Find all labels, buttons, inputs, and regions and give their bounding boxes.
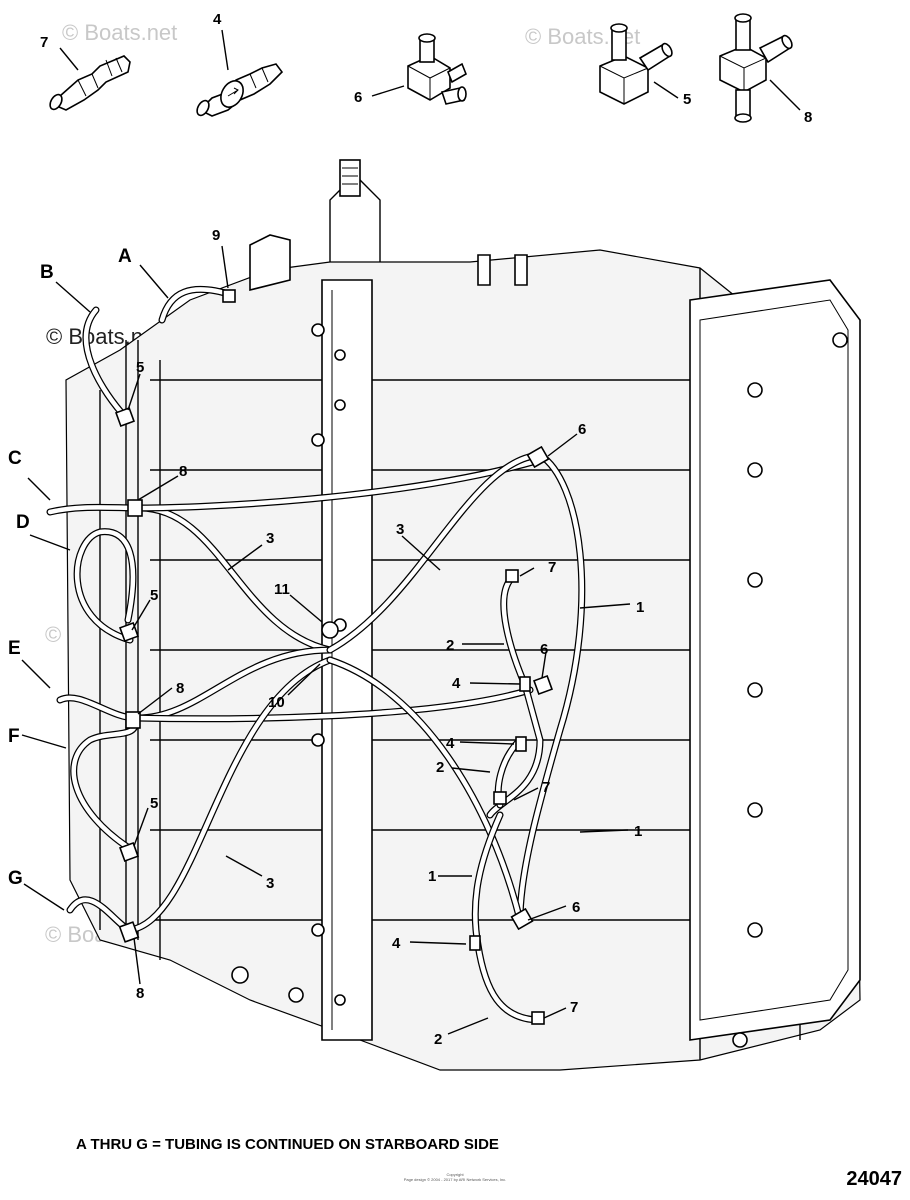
label-6-a: 6 xyxy=(578,421,586,438)
label-5-c: 5 xyxy=(150,795,158,812)
figure-number: 24047 xyxy=(846,1168,902,1190)
label-tube-g: G xyxy=(8,868,23,889)
fitting-straight-connector xyxy=(49,55,131,111)
fitting-elbow xyxy=(599,23,673,105)
label-1-c: 1 xyxy=(428,868,436,885)
label-8-a: 8 xyxy=(179,463,187,480)
label-8-top: 8 xyxy=(804,109,812,126)
label-2-a: 2 xyxy=(446,637,454,654)
label-4-b: 4 xyxy=(446,735,455,752)
fitting-tee xyxy=(407,33,468,105)
label-6-b: 6 xyxy=(540,641,548,658)
cover-bolts xyxy=(732,332,848,1048)
copyright-line-2: Page design © 2004 - 2017 by ARI Network… xyxy=(403,1177,507,1182)
label-7-c: 7 xyxy=(570,999,578,1016)
copyright-text: Copyright Page design © 2004 - 2017 by A… xyxy=(300,1172,610,1182)
tubing xyxy=(46,285,586,1024)
label-5-top: 5 xyxy=(683,91,691,108)
label-3-c: 3 xyxy=(266,875,274,892)
label-2-c: 2 xyxy=(434,1031,442,1048)
label-3-a: 3 xyxy=(266,530,274,547)
label-tube-f: F xyxy=(8,726,20,747)
fitting-check-valve xyxy=(196,63,284,117)
callout-labels: 7 4 6 5 8 A B 9 5 C 8 D 3 3 6 7 1 5 11 2… xyxy=(8,11,812,1048)
label-7-top: 7 xyxy=(40,34,48,51)
label-10: 10 xyxy=(268,694,285,711)
label-tube-a: A xyxy=(118,246,132,267)
label-5-b: 5 xyxy=(150,587,158,604)
label-4-c: 4 xyxy=(392,935,401,952)
label-tube-e: E xyxy=(8,638,21,659)
label-7-a: 7 xyxy=(548,559,556,576)
label-1-b: 1 xyxy=(634,823,642,840)
label-6-c: 6 xyxy=(572,899,580,916)
label-4-top: 4 xyxy=(213,11,222,28)
label-8-b: 8 xyxy=(176,680,184,697)
watermark-top-left: © Boats.net xyxy=(62,20,177,45)
label-6-top: 6 xyxy=(354,89,362,106)
engine-block xyxy=(65,159,861,1071)
label-tube-c: C xyxy=(8,448,22,469)
label-11: 11 xyxy=(274,581,290,598)
fitting-tee-barbed xyxy=(719,13,793,123)
label-tube-b: B xyxy=(40,262,54,283)
copyright-line-1: Copyright xyxy=(446,1172,464,1177)
label-tube-d: D xyxy=(16,512,30,533)
leader-lines xyxy=(21,29,801,1035)
label-9: 9 xyxy=(212,227,220,244)
label-8-c: 8 xyxy=(136,985,144,1002)
label-7-b: 7 xyxy=(542,779,550,796)
label-4-a: 4 xyxy=(452,675,461,692)
label-5-a: 5 xyxy=(136,359,144,376)
label-1-a: 1 xyxy=(636,599,644,616)
label-3-b: 3 xyxy=(396,521,404,538)
label-2-b: 2 xyxy=(436,759,444,776)
diagram-footnote: A THRU G = TUBING IS CONTINUED ON STARBO… xyxy=(76,1136,499,1153)
